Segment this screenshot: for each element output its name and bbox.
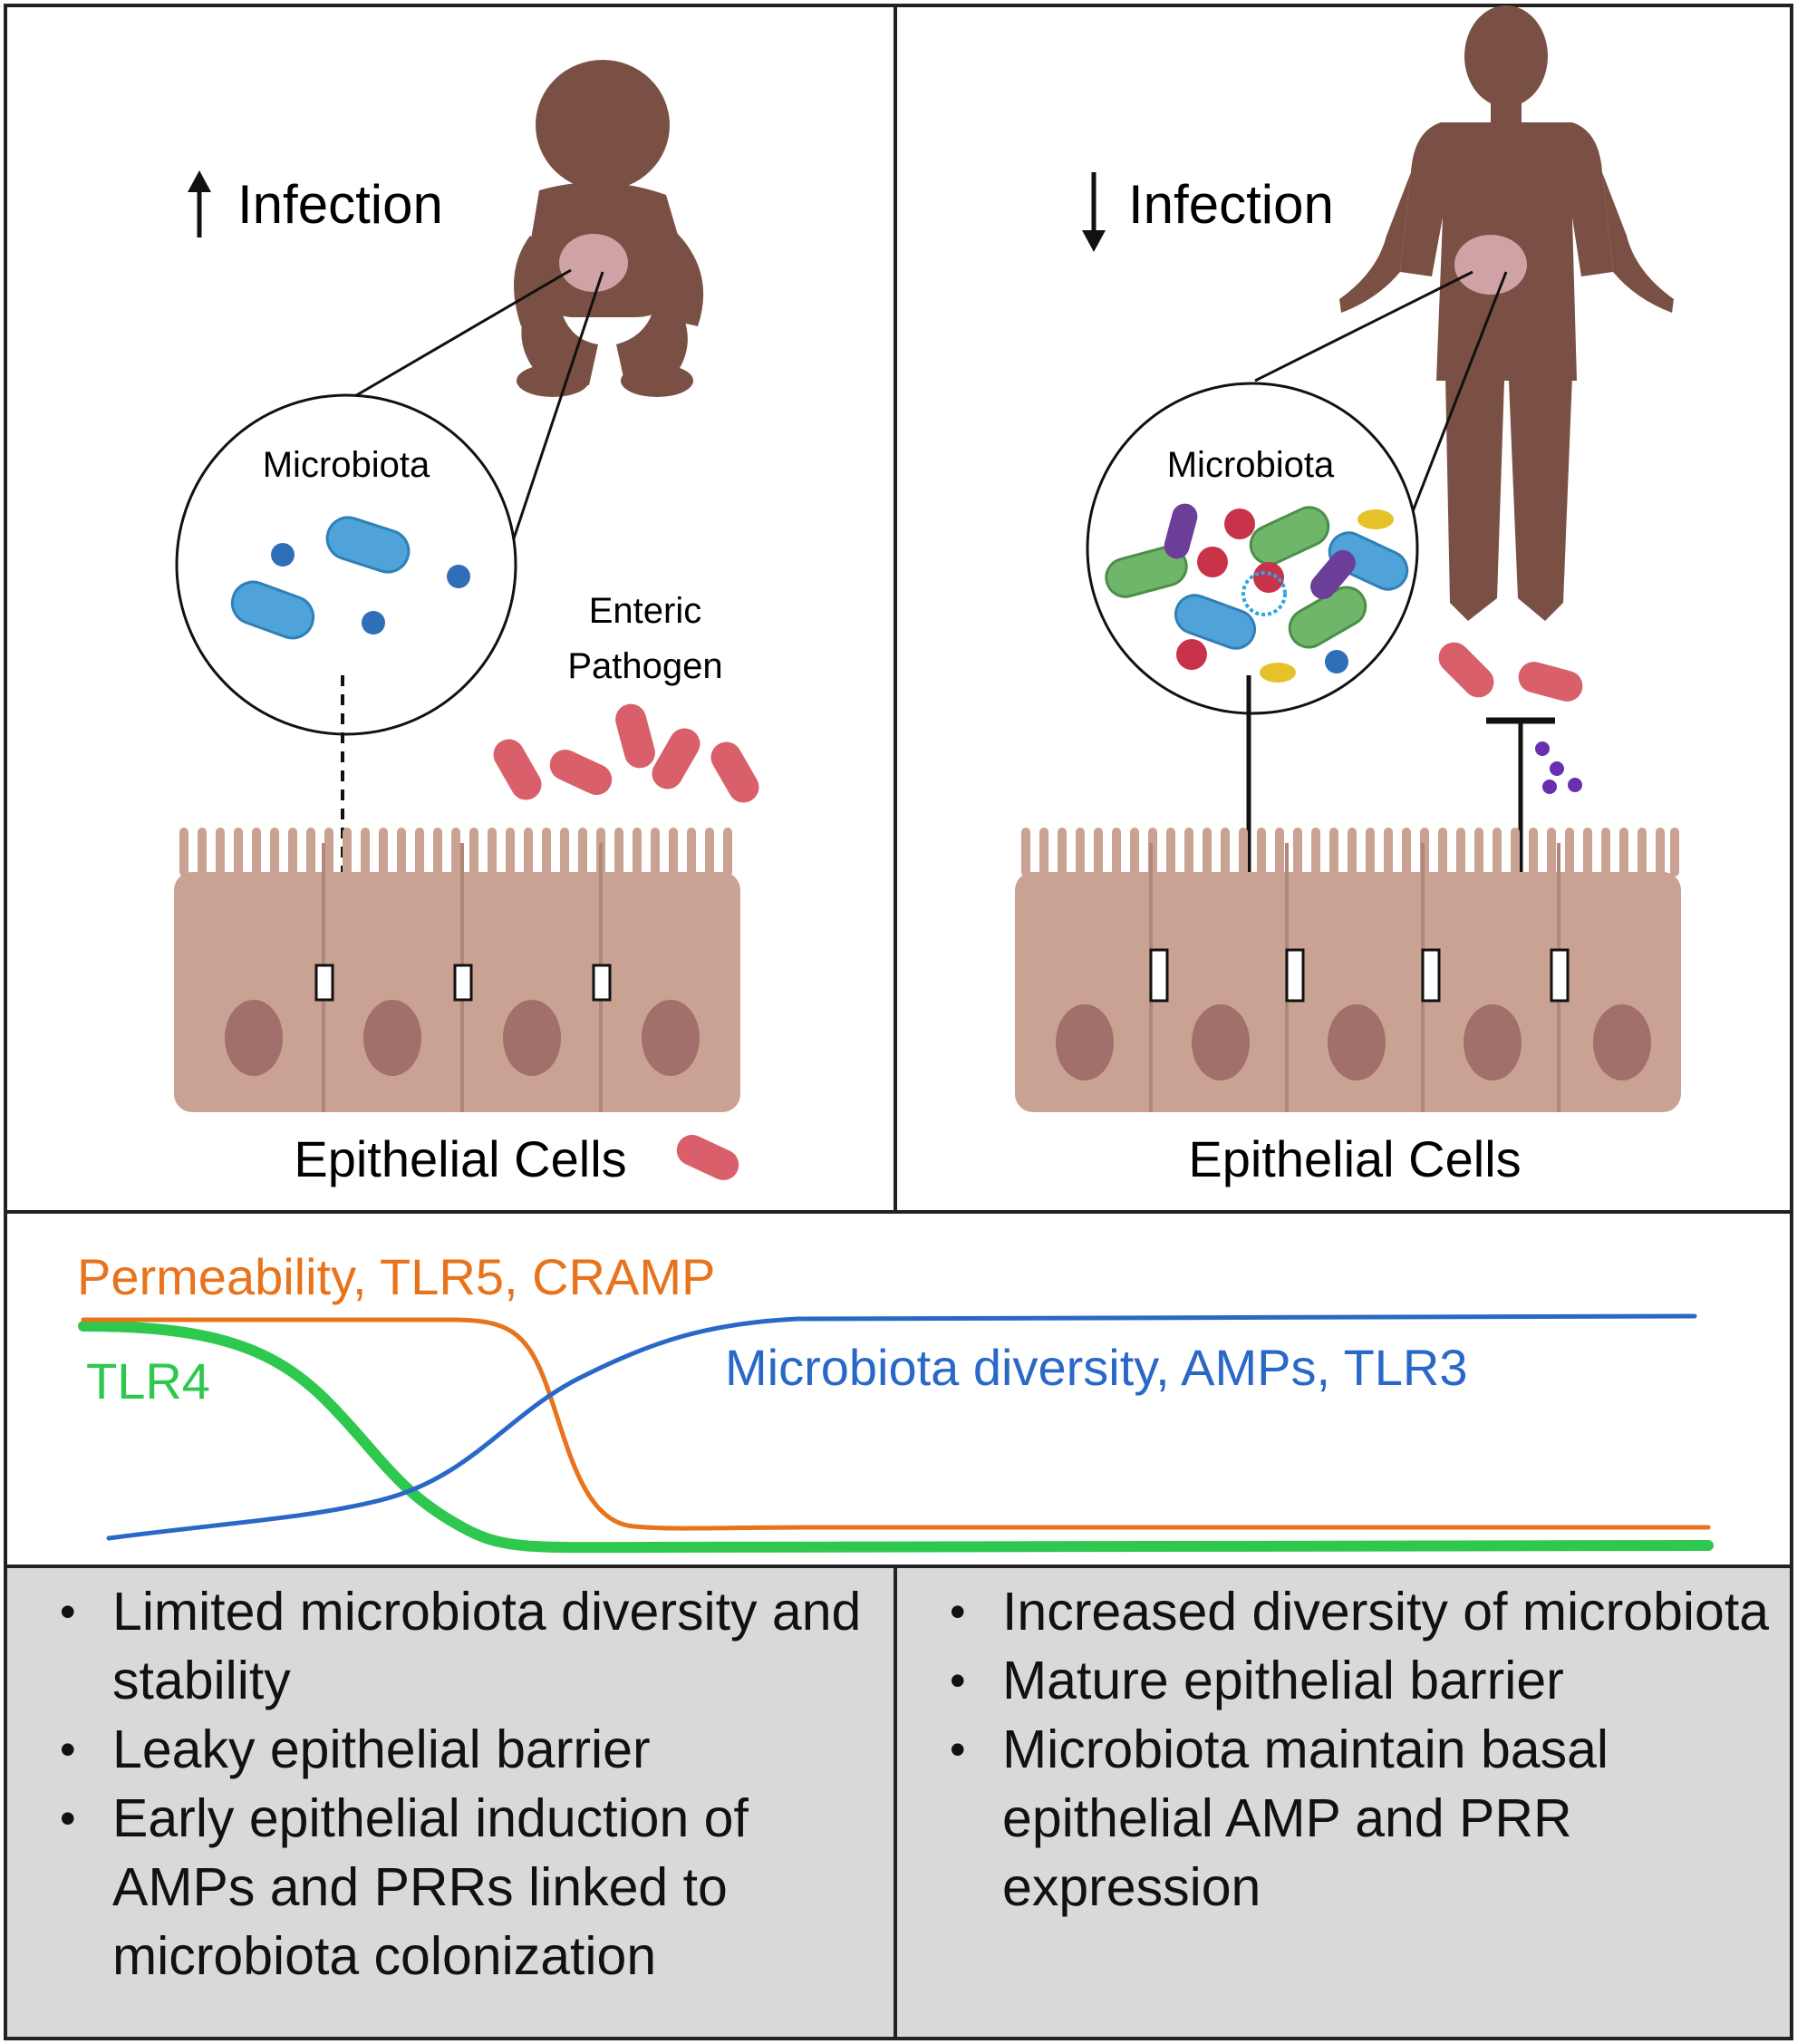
right-infection-label: Infection	[1128, 174, 1334, 235]
enteric-pathogen-icon	[493, 703, 759, 1181]
right-epithelium	[1015, 828, 1681, 1112]
infant-icon	[514, 60, 704, 397]
adult-gut-icon	[1454, 235, 1527, 295]
right-bullet-list: Increased diversity of microbiota Mature…	[926, 1577, 1773, 1922]
right-zoom-line-1	[1254, 270, 1473, 383]
right-panel: Infection Microbiota	[1015, 5, 1681, 1187]
blue-curve	[106, 1313, 1697, 1541]
left-microbiota-circle	[175, 393, 517, 736]
blocked-pathogen-icon	[1438, 642, 1583, 702]
left-bullet-2: Leaky epithelial barrier	[36, 1715, 870, 1784]
green-curve-label: TLR4	[86, 1352, 210, 1409]
arrow-down-icon	[1082, 172, 1106, 252]
left-infection-label: Infection	[237, 174, 443, 235]
left-panel: Infection Microbiota	[174, 60, 759, 1187]
arrow-up-icon	[188, 170, 211, 237]
right-microbiota-label: Microbiota	[1167, 445, 1335, 485]
blue-curve-label: Microbiota diversity, AMPs, TLR3	[725, 1339, 1468, 1396]
right-bullet-1: Increased diversity of microbiota	[926, 1577, 1773, 1646]
left-bullet-3: Early epithelial induction of AMPs and P…	[36, 1784, 870, 1991]
sparse-bacteria-icon	[230, 516, 470, 640]
curves-section: Permeability, TLR5, CRAMP TLR4 Microbiot…	[77, 1248, 1714, 1554]
infant-gut-icon	[559, 234, 628, 292]
left-bullet-1: Limited microbiota diversity and stabili…	[36, 1577, 870, 1715]
left-zoom-line-2	[510, 271, 604, 545]
right-cells-label: Epithelial Cells	[1188, 1130, 1521, 1187]
left-zoom-line-1	[353, 268, 572, 399]
left-bullet-list: Limited microbiota diversity and stabili…	[36, 1577, 870, 1991]
left-epithelium	[174, 828, 740, 1112]
outer-frame	[4, 4, 1793, 2040]
green-curve	[78, 1321, 1714, 1554]
left-cells-label: Epithelial Cells	[294, 1130, 626, 1187]
amp-molecules-icon	[1535, 741, 1582, 794]
orange-curve	[81, 1317, 1711, 1531]
right-bullet-3: Microbiota maintain basal epithelial AMP…	[926, 1715, 1773, 1922]
pathogen-label-line2: Pathogen	[567, 646, 722, 686]
right-bullet-2: Mature epithelial barrier	[926, 1646, 1773, 1715]
right-zoom-line-2	[1398, 271, 1508, 545]
orange-curve-label: Permeability, TLR5, CRAMP	[77, 1248, 715, 1305]
pathogen-label-line1: Enteric	[589, 591, 702, 631]
left-microbiota-label: Microbiota	[263, 445, 430, 485]
diverse-bacteria-icon	[1105, 503, 1409, 683]
